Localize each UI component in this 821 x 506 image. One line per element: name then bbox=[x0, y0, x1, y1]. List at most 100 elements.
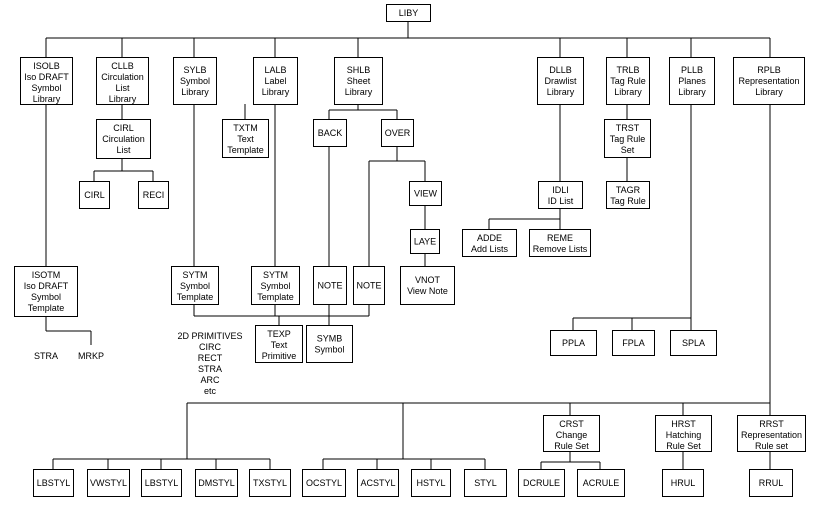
node-label: ISOTM bbox=[32, 270, 61, 280]
node-label: View Note bbox=[407, 286, 448, 296]
node-box bbox=[543, 415, 600, 452]
node-label: NOTE bbox=[356, 280, 381, 290]
node-box bbox=[79, 181, 110, 209]
node-label: TRST bbox=[616, 123, 640, 133]
node-label: SPLA bbox=[682, 338, 705, 348]
node-label: Library bbox=[547, 87, 575, 97]
label-primitives: CIRC bbox=[199, 342, 221, 352]
node-over: OVER bbox=[381, 119, 414, 147]
node-styl: STYL bbox=[464, 469, 507, 497]
node-label: Text bbox=[237, 134, 254, 144]
node-cirl2: CIRL bbox=[79, 181, 110, 209]
node-label: Symbol bbox=[314, 344, 344, 354]
node-label: OCSTYL bbox=[306, 478, 342, 488]
node-label: DMSTYL bbox=[198, 478, 235, 488]
label-primitives: etc bbox=[204, 386, 217, 396]
node-dmstyl: DMSTYL bbox=[195, 469, 238, 497]
node-label: Library bbox=[345, 87, 373, 97]
node-box bbox=[96, 57, 149, 105]
node-lbstyl1: LBSTYL bbox=[33, 469, 74, 497]
node-label: Primitive bbox=[262, 351, 297, 361]
node-label: CIRL bbox=[113, 123, 134, 133]
node-box bbox=[655, 415, 712, 452]
node-label: LBSTYL bbox=[145, 478, 179, 488]
node-spla: SPLA bbox=[670, 330, 717, 356]
node-box bbox=[381, 119, 414, 147]
node-label: STYL bbox=[474, 478, 497, 488]
node-label: Library bbox=[262, 87, 290, 97]
node-box bbox=[353, 266, 385, 305]
node-box bbox=[14, 266, 78, 317]
node-box bbox=[357, 469, 399, 497]
node-label: Representation bbox=[741, 430, 802, 440]
node-label: SYTM bbox=[182, 270, 207, 280]
node-acstyl: ACSTYL bbox=[357, 469, 399, 497]
node-box bbox=[550, 330, 597, 356]
node-label: BACK bbox=[318, 128, 343, 138]
node-label: IDLI bbox=[552, 185, 569, 195]
node-label: Rule Set bbox=[554, 441, 589, 451]
label-primitives: 2D PRIMITIVES bbox=[177, 331, 242, 341]
node-label: Tag Rule bbox=[610, 134, 646, 144]
node-box bbox=[606, 181, 650, 209]
node-label: DCRULE bbox=[523, 478, 560, 488]
node-label: Circulation bbox=[101, 72, 144, 82]
node-label: HRST bbox=[671, 419, 696, 429]
node-label: CIRL bbox=[84, 190, 105, 200]
node-back: BACK bbox=[313, 119, 347, 147]
node-box bbox=[662, 469, 704, 497]
node-label: REME bbox=[547, 233, 573, 243]
node-vwstyl: VWSTYL bbox=[87, 469, 130, 497]
node-box bbox=[612, 330, 655, 356]
node-view: VIEW bbox=[409, 181, 442, 206]
node-label: Library bbox=[755, 87, 783, 97]
node-txstyl: TXSTYL bbox=[249, 469, 291, 497]
node-label: Circulation bbox=[102, 134, 145, 144]
node-label: ISOLB bbox=[33, 61, 60, 71]
node-label: Tag Rule bbox=[610, 76, 646, 86]
node-label: Representation bbox=[738, 76, 799, 86]
node-box bbox=[141, 469, 182, 497]
node-box bbox=[606, 57, 650, 105]
node-label: List bbox=[115, 83, 130, 93]
node-label: ID List bbox=[548, 196, 574, 206]
label-stra: STRA bbox=[34, 351, 58, 361]
node-label: Sheet bbox=[347, 76, 371, 86]
node-label: Planes bbox=[678, 76, 706, 86]
node-label: ACSTYL bbox=[360, 478, 395, 488]
node-label: Tag Rule bbox=[610, 196, 646, 206]
node-label: Symbol bbox=[31, 83, 61, 93]
node-label: TXSTYL bbox=[253, 478, 287, 488]
node-label: LIBY bbox=[399, 8, 419, 18]
node-label: LALB bbox=[264, 65, 286, 75]
node-label: PLLB bbox=[681, 65, 703, 75]
node-note2: NOTE bbox=[353, 266, 385, 305]
node-label: SYTM bbox=[263, 270, 288, 280]
node-label: Template bbox=[257, 292, 294, 302]
node-label: Library bbox=[109, 94, 137, 104]
label-primitives: STRA bbox=[198, 364, 222, 374]
node-rrul: RRUL bbox=[749, 469, 793, 497]
node-label: VIEW bbox=[414, 188, 438, 198]
node-label: List bbox=[116, 145, 131, 155]
node-box bbox=[173, 57, 217, 105]
node-box bbox=[255, 325, 303, 363]
node-label: Drawlist bbox=[544, 76, 577, 86]
node-label: FPLA bbox=[622, 338, 645, 348]
node-label: RECI bbox=[143, 190, 165, 200]
node-box bbox=[577, 469, 625, 497]
node-box bbox=[462, 229, 517, 257]
